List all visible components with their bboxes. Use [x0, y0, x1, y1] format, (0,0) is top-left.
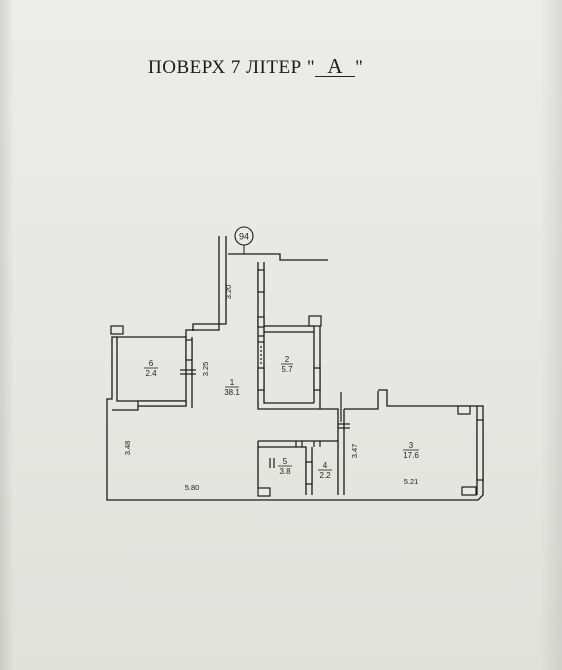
room-labels: 1 38.1 2 5.7 3 17.6 4 2.2 5 3.8 6 2.4: [144, 355, 419, 480]
plan-walls: [106, 236, 484, 501]
floor-title-prefix: ПОВЕРХ 7 ЛІТЕР ": [148, 57, 316, 78]
dimension-1: 3.20: [224, 285, 233, 300]
floor-title-suffix: ": [355, 57, 364, 78]
room-1-number: 1: [230, 378, 235, 387]
dimension-2: 3.25: [201, 362, 210, 377]
dimension-3: 3.48: [123, 441, 132, 456]
room-3-number: 3: [409, 441, 414, 450]
page-shadow-left: [0, 0, 14, 670]
room-4-area: 2.2: [319, 471, 331, 480]
dimension-4: 5.80: [185, 483, 200, 492]
dimension-6: 5.21: [404, 477, 419, 486]
plan-openings: [110, 269, 484, 497]
room-1-area: 38.1: [224, 388, 240, 397]
marker-number: 94: [239, 232, 249, 242]
room-5-number: 5: [283, 457, 288, 466]
room-3-area: 17.6: [403, 451, 419, 460]
room-5-area: 3.8: [279, 467, 291, 476]
floor-letter: А: [315, 56, 356, 77]
room-6-number: 6: [149, 359, 154, 368]
room-6-area: 2.4: [145, 369, 157, 378]
floor-title: ПОВЕРХ 7 ЛІТЕР "А": [148, 56, 364, 79]
plan-doors: [180, 335, 350, 468]
plan-marker: 94: [234, 226, 254, 254]
dimension-5: 3.47: [350, 444, 359, 459]
page-shadow-right: [540, 0, 562, 670]
room-4-number: 4: [323, 461, 328, 470]
room-2-area: 5.7: [281, 365, 293, 374]
room-2-number: 2: [285, 355, 290, 364]
dimension-labels: 3.20 3.25 3.48 5.80 3.47 5.21: [123, 285, 418, 492]
